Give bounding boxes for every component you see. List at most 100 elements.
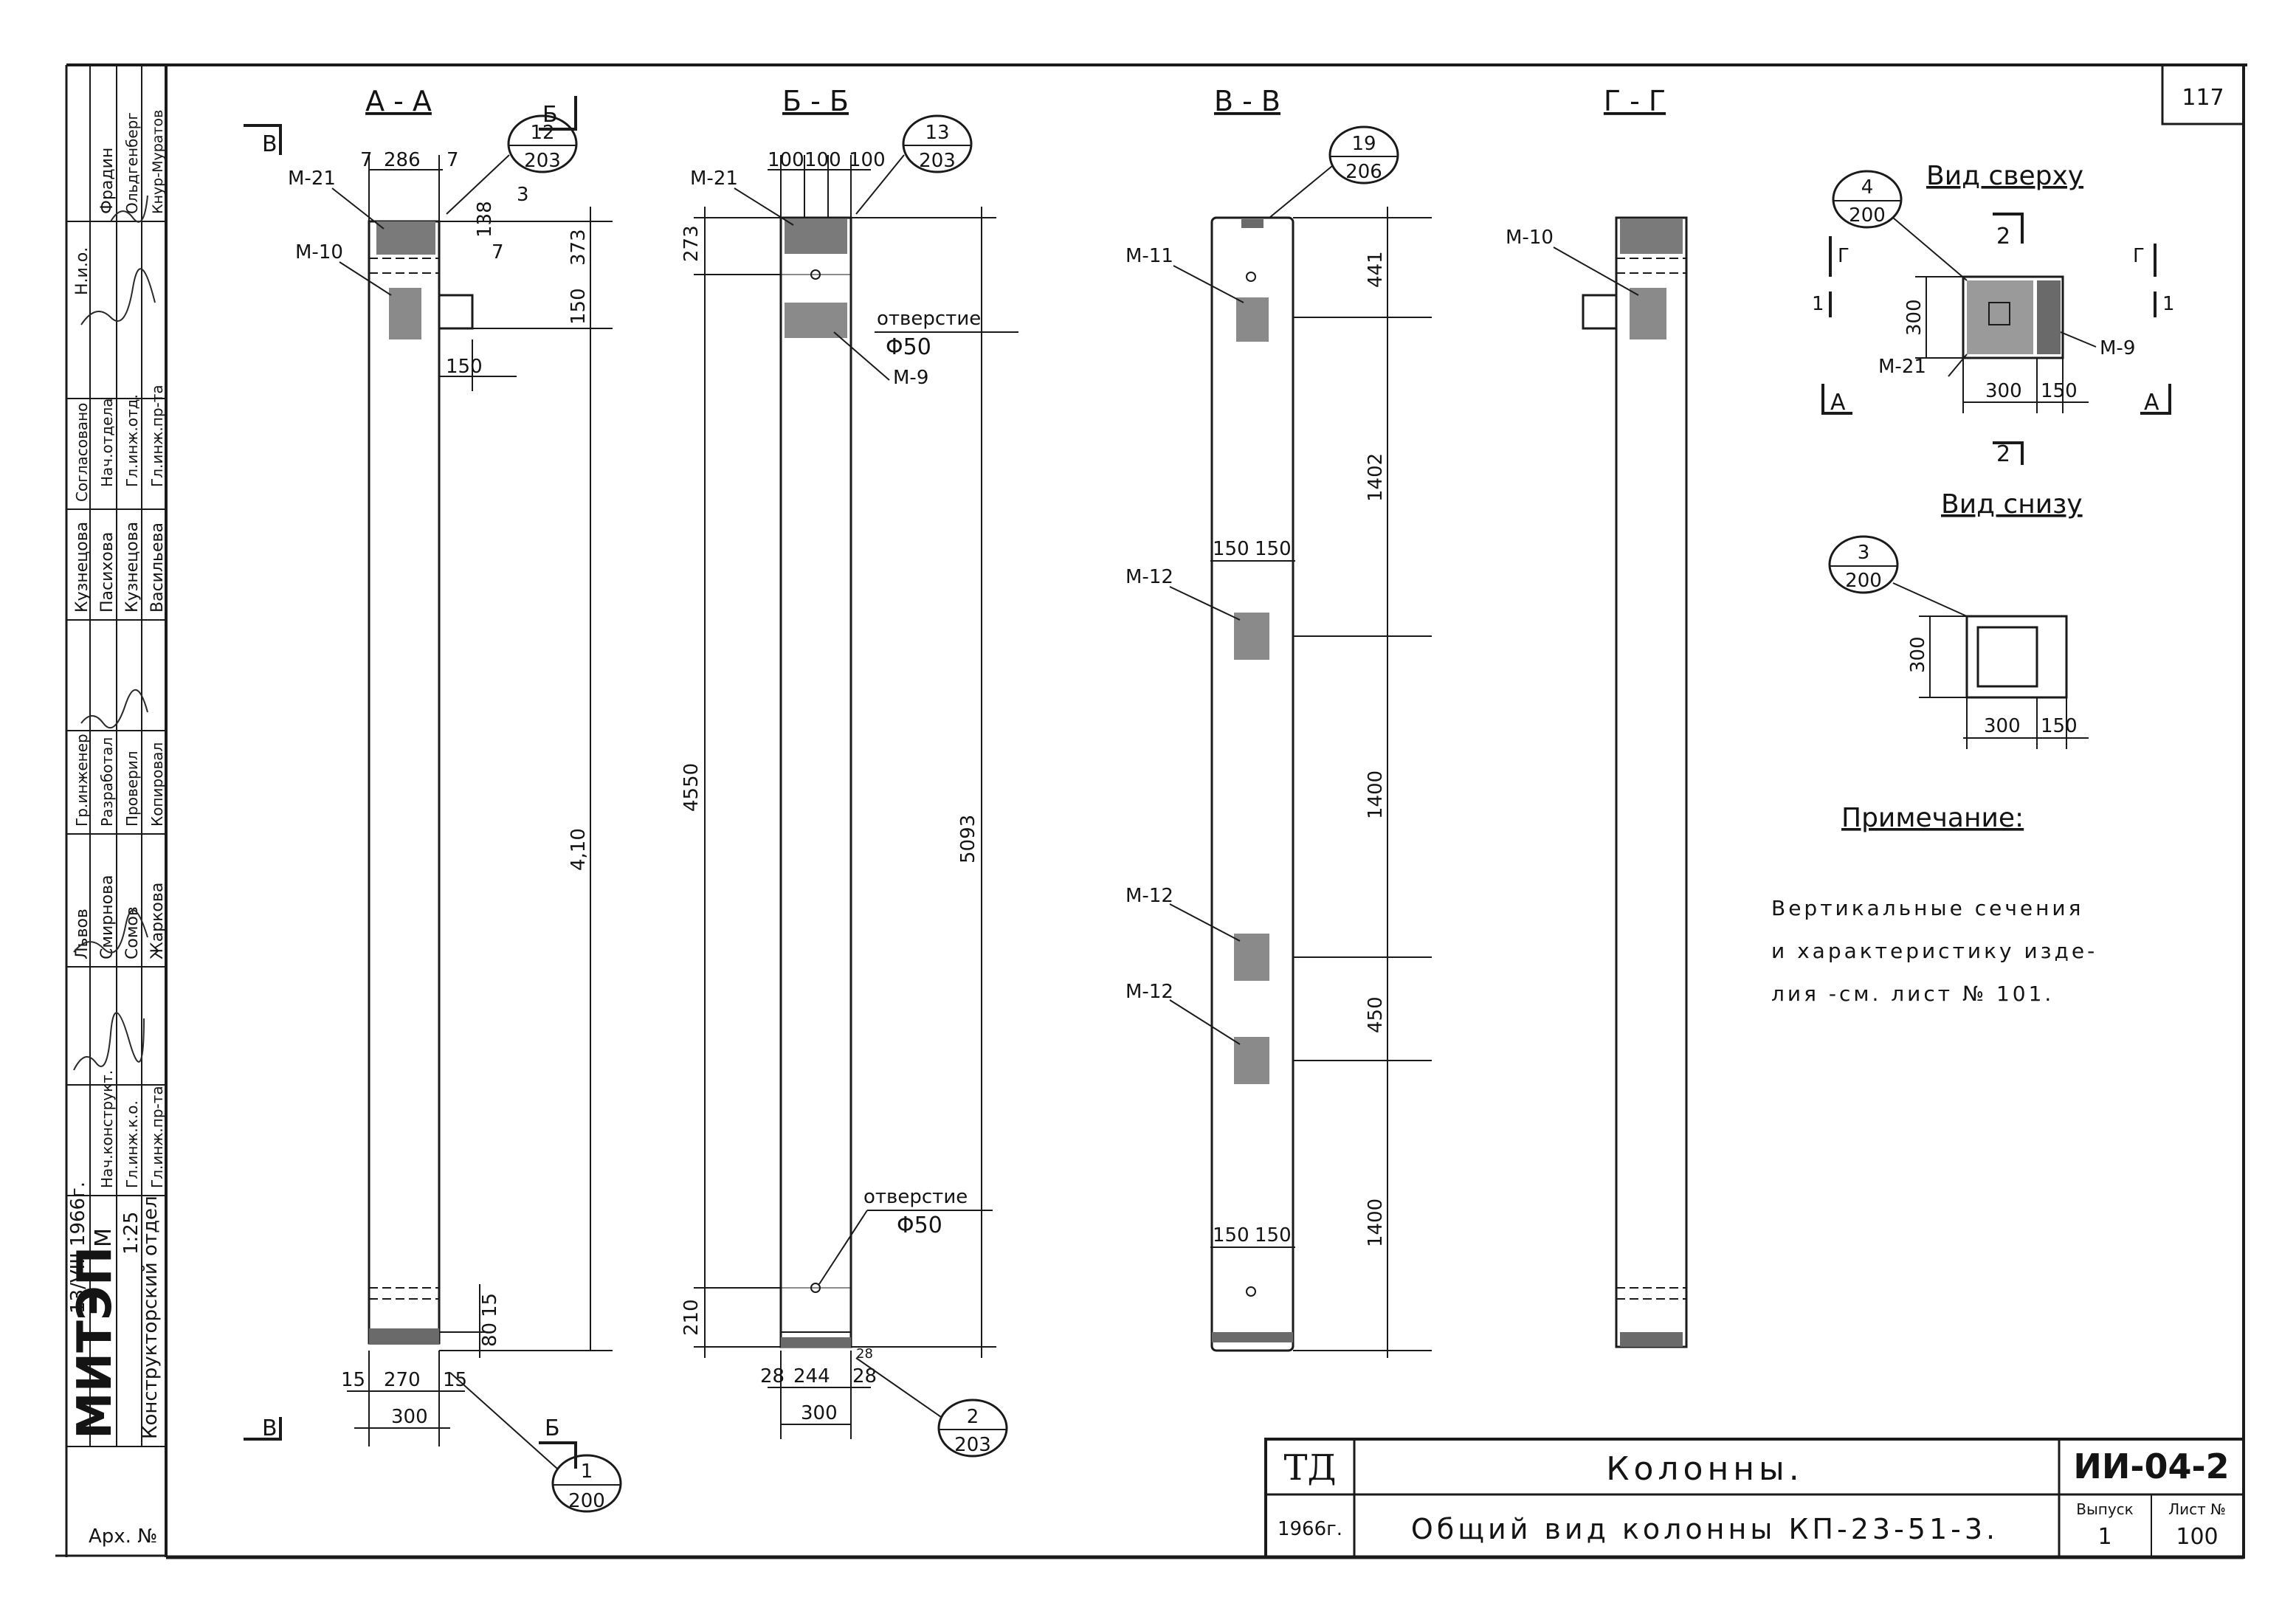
view-bottom: Вид снизу 3 200 300 300 150 bbox=[1828, 489, 2089, 749]
dim-value: 28 bbox=[760, 1365, 785, 1387]
callout-num: 2 bbox=[967, 1406, 979, 1428]
hole-label: отверстие bbox=[877, 308, 981, 330]
hole-marker bbox=[1246, 1286, 1256, 1297]
column-aa-body bbox=[368, 220, 474, 1345]
plan-outline-bottom bbox=[1965, 615, 2068, 699]
dim-value: 150 bbox=[1213, 538, 1249, 560]
stamp-name: Смирнова bbox=[98, 875, 117, 959]
stamp-name: Кузнецова bbox=[73, 522, 92, 613]
mark-label: М-10 bbox=[295, 241, 343, 263]
callout-num: 1 bbox=[581, 1461, 593, 1483]
dims-bottom-aa bbox=[347, 1351, 465, 1446]
dim-value: 3 bbox=[517, 184, 529, 206]
embed-plate-bottom bbox=[369, 1328, 439, 1345]
dim-value: 100 bbox=[849, 149, 886, 171]
view-bottom-title: Вид снизу bbox=[1941, 489, 2083, 520]
embed-plate-bottom bbox=[781, 1337, 851, 1348]
dim-value: 15 bbox=[443, 1369, 467, 1391]
sheet-label: Лист № bbox=[2168, 1500, 2226, 1518]
cut-letter: Г bbox=[2133, 245, 2145, 267]
stamp-org: МИТЭП bbox=[68, 1246, 123, 1439]
dim-value: 300 bbox=[391, 1406, 428, 1428]
sheet-number: 117 bbox=[2182, 85, 2224, 111]
callout-19-206: 19 206 bbox=[1269, 125, 1399, 218]
cut-letter: В bbox=[262, 131, 277, 157]
dim-value: 450 bbox=[1365, 996, 1387, 1033]
stamp-role: Нач.конструкт. bbox=[98, 1070, 116, 1188]
dim-value: 100 bbox=[804, 149, 841, 171]
dim-value: 150 bbox=[1213, 1224, 1249, 1246]
dim-value: 4550 bbox=[680, 763, 703, 812]
dim-value: 150 bbox=[1255, 538, 1292, 560]
callout-den: 200 bbox=[568, 1490, 605, 1512]
sheet-frame bbox=[55, 63, 2247, 1559]
dims-view-top bbox=[1915, 276, 2097, 413]
dim-value: 80 bbox=[479, 1323, 501, 1347]
cut-letter: Г bbox=[1838, 245, 1849, 267]
cut-letter: Б bbox=[545, 1415, 560, 1441]
cut-letter: А bbox=[2144, 390, 2159, 415]
dims-right-bb bbox=[851, 207, 996, 1358]
cut-letter: 1 bbox=[1812, 293, 1824, 315]
series-code: ТД bbox=[1283, 1447, 1336, 1489]
embed-plate-m12 bbox=[1234, 613, 1269, 660]
cut-letter: Б bbox=[542, 102, 558, 128]
stamp-role: Копировал bbox=[148, 742, 166, 827]
note-line: лия -см. лист № 101. bbox=[1771, 982, 2054, 1006]
leader-lines bbox=[1169, 265, 1244, 1045]
stamp-role: Гл.инж.к.о. bbox=[123, 1100, 141, 1188]
title-block bbox=[1264, 1438, 2245, 1559]
plan-inner bbox=[1976, 626, 2038, 688]
mark-label: М-21 bbox=[1878, 356, 1926, 378]
callout-2-203: 2 203 bbox=[855, 1357, 1008, 1458]
stamp-name: Васильева bbox=[148, 523, 167, 613]
section-aa: А - А М-21 М-10 7 286 7 bbox=[244, 85, 622, 1513]
dims-view-bottom bbox=[1919, 615, 2089, 749]
note-block: Примечание: Вертикальные сечения и харак… bbox=[1771, 803, 2097, 1006]
dims-plate-vv bbox=[1210, 560, 1295, 1248]
cut-letter: В bbox=[262, 1415, 277, 1441]
view-top-title: Вид сверху bbox=[1926, 161, 2083, 191]
stamp-name: Пасихова bbox=[98, 532, 117, 613]
callout-den: 206 bbox=[1345, 161, 1382, 183]
stamp-name: Жаркова bbox=[148, 883, 167, 959]
stamp-name: Фрадин bbox=[98, 148, 117, 214]
hole-dia: Φ50 bbox=[897, 1213, 942, 1238]
series-year: 1966г. bbox=[1278, 1518, 1342, 1540]
embed-plate-bottom bbox=[1212, 1332, 1293, 1342]
note-line: и характеристику изде- bbox=[1771, 939, 2097, 963]
signature-scribbles bbox=[73, 195, 156, 1071]
dim-value: 150 bbox=[446, 356, 483, 378]
side-stamp bbox=[66, 65, 166, 1447]
callout-12-203: 12 203 bbox=[446, 114, 578, 215]
column-bb-body bbox=[779, 216, 852, 1348]
dims-left-bb bbox=[694, 207, 781, 1358]
dim-value: 150 bbox=[2041, 380, 2078, 402]
callout-den: 203 bbox=[524, 150, 561, 172]
mark-label: М-12 bbox=[1125, 981, 1173, 1003]
mark-label: М-11 bbox=[1125, 245, 1173, 267]
dim-value: 300 bbox=[1907, 636, 1929, 673]
cut-markers-view-top bbox=[1821, 213, 2171, 465]
callout-num: 13 bbox=[925, 122, 949, 144]
callout-den: 203 bbox=[954, 1434, 991, 1456]
mark-label: М-12 bbox=[1125, 885, 1173, 907]
stamp-role: Гл.инж.пр-та bbox=[148, 385, 166, 487]
section-bb-title: Б - Б bbox=[782, 85, 849, 117]
callout-den: 203 bbox=[919, 150, 956, 172]
column-gg-body bbox=[1582, 216, 1688, 1348]
embed-plate-m10 bbox=[1630, 288, 1666, 339]
dim-value: 300 bbox=[801, 1402, 838, 1424]
dim-value: 150 bbox=[1255, 1224, 1292, 1246]
dims-top-bb bbox=[768, 155, 871, 218]
cut-letter: А bbox=[1830, 390, 1846, 415]
drawing-subtitle: Общий вид колонны КП-23-51-3. bbox=[1411, 1513, 1999, 1545]
stamp-name: Кнур-Муратов bbox=[150, 110, 166, 214]
embed-plate-m12 bbox=[1234, 1037, 1269, 1084]
callout-den: 200 bbox=[1845, 570, 1882, 592]
stamp-scale-label: М bbox=[91, 1228, 117, 1247]
cut-letter: 1 bbox=[2162, 293, 2175, 315]
dim-value: 4,10 bbox=[568, 828, 590, 871]
plan-hole bbox=[1988, 302, 2010, 325]
dim-value: 441 bbox=[1365, 251, 1387, 288]
